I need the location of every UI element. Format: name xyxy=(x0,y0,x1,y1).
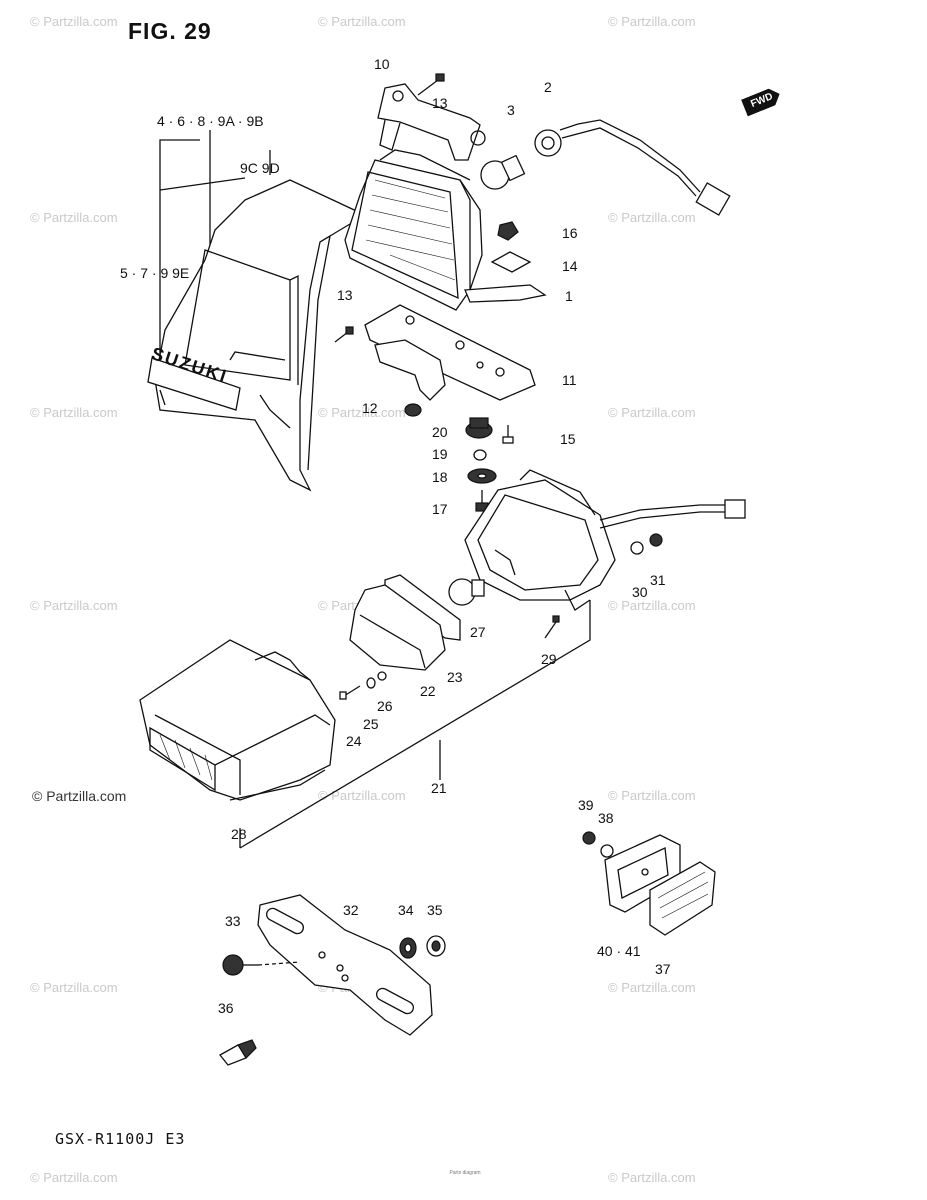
clip-14 xyxy=(490,251,532,273)
callout-27: 27 xyxy=(470,624,486,640)
watermark: © Partzilla.com xyxy=(608,1170,696,1185)
callout-35: 35 xyxy=(427,902,443,918)
washer-38 xyxy=(600,844,614,858)
callout-22: 22 xyxy=(420,683,436,699)
callout-37: 37 xyxy=(655,961,671,977)
callout-39: 39 xyxy=(578,797,594,813)
watermark: © Partzilla.com xyxy=(608,405,696,420)
group-label-top: 4 · 6 · 8 · 9A · 9B xyxy=(157,113,264,129)
callout-14: 14 xyxy=(562,258,578,274)
screw-13-left xyxy=(334,326,354,343)
callout-11: 11 xyxy=(562,372,577,388)
screw-29 xyxy=(544,615,560,639)
bracket-10 xyxy=(377,83,486,161)
nut-16 xyxy=(497,221,519,241)
rear-cowl xyxy=(154,179,367,492)
callout-23: 23 xyxy=(447,669,463,685)
model-code: GSX-R1100J E3 xyxy=(55,1130,186,1148)
screw-24 xyxy=(339,685,361,700)
bolt-33 xyxy=(222,954,301,976)
group-label-mid: 9C 9D xyxy=(240,160,280,176)
watermark: © Partzilla.com xyxy=(608,788,696,803)
suzuki-emblem xyxy=(147,357,241,411)
bracket-11 xyxy=(364,304,536,401)
callout-16: 16 xyxy=(562,225,578,241)
bracket-1 xyxy=(464,284,547,303)
figure-title: FIG. 29 xyxy=(128,18,212,44)
watermark: © Partzilla.com xyxy=(318,14,406,29)
group-leader-line xyxy=(159,177,246,191)
group-label-side: 5 · 7 · 9 9E xyxy=(120,265,190,281)
watermark: © Partzilla.com xyxy=(608,14,696,29)
watermark: © Partzilla.com xyxy=(318,788,406,803)
reflector-37 xyxy=(649,861,716,936)
callout-3: 3 xyxy=(507,102,515,118)
rivet-36 xyxy=(219,1039,257,1066)
washer-25 xyxy=(366,677,376,689)
callout-30: 30 xyxy=(632,584,648,600)
leader-line xyxy=(239,600,591,849)
nut-31 xyxy=(649,533,663,547)
callout-18: 18 xyxy=(432,469,448,485)
spacer-19 xyxy=(473,449,487,461)
grommet-12 xyxy=(404,403,422,417)
callout-19: 19 xyxy=(432,446,448,462)
watermark: © Partzilla.com xyxy=(318,405,406,420)
watermark: © Partzilla.com xyxy=(30,980,118,995)
cushion-20 xyxy=(465,417,493,439)
callout-15: 15 xyxy=(560,431,576,447)
watermark: © Partzilla.com xyxy=(608,210,696,225)
callout-21: 21 xyxy=(431,780,447,796)
nut-39 xyxy=(582,831,596,845)
group-bracket-line xyxy=(159,139,200,400)
watermark: © Partzilla.com xyxy=(30,405,118,420)
screw-15 xyxy=(502,425,514,444)
footer-note: Parts diagram xyxy=(449,1170,481,1176)
callout-26: 26 xyxy=(377,698,393,714)
callout-10: 10 xyxy=(374,56,390,72)
callout-17: 17 xyxy=(432,501,448,517)
watermark: © Partzilla.com xyxy=(30,1170,118,1185)
callout-24: 24 xyxy=(346,733,362,749)
tail-lamp-body xyxy=(464,469,746,611)
callout-29: 29 xyxy=(541,651,557,667)
callout-25: 25 xyxy=(363,716,379,732)
callout-34: 34 xyxy=(398,902,414,918)
callout-40-41: 40 · 41 xyxy=(597,943,641,959)
socket-2 xyxy=(534,119,731,216)
washer-26 xyxy=(377,671,387,681)
watermark-prominent: © Partzilla.com xyxy=(32,788,127,804)
callout-31: 31 xyxy=(650,572,666,588)
callout-38: 38 xyxy=(598,810,614,826)
bulb-3 xyxy=(480,154,526,190)
callout-13-left: 13 xyxy=(337,287,353,303)
lens-22 xyxy=(349,584,446,671)
callout-1: 1 xyxy=(565,288,573,304)
bolt-13-top xyxy=(417,73,445,96)
washer-30 xyxy=(630,541,644,555)
callout-33: 33 xyxy=(225,913,241,929)
watermark: © Partzilla.com xyxy=(30,14,118,29)
bulb-27 xyxy=(448,578,485,606)
spacer-35 xyxy=(426,935,446,957)
watermark: © Partzilla.com xyxy=(608,598,696,613)
license-bracket-32 xyxy=(257,894,433,1036)
callout-13-top: 13 xyxy=(432,95,448,111)
washer-34 xyxy=(399,937,417,959)
callout-2: 2 xyxy=(544,79,552,95)
watermark: © Partzilla.com xyxy=(30,598,118,613)
callout-32: 32 xyxy=(343,902,359,918)
callout-12: 12 xyxy=(362,400,378,416)
watermark: © Partzilla.com xyxy=(30,210,118,225)
washer-18 xyxy=(467,468,497,484)
callout-36: 36 xyxy=(218,1000,234,1016)
callout-28: 28 xyxy=(231,826,247,842)
license-light-housing xyxy=(344,149,483,311)
callout-20: 20 xyxy=(432,424,448,440)
tail-lamp-cover-28 xyxy=(139,639,336,801)
watermark: © Partzilla.com xyxy=(608,980,696,995)
